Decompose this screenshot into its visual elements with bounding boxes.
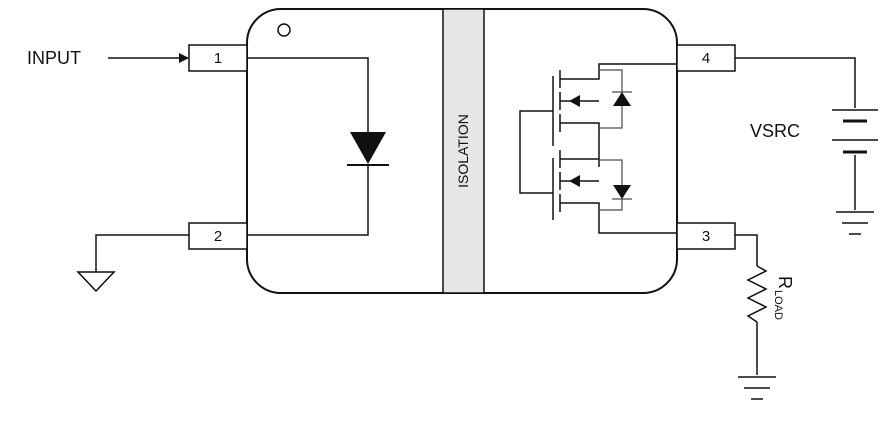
isolation-label: ISOLATION — [455, 114, 471, 188]
pin-4-number: 4 — [702, 50, 710, 67]
pin-2: 2 — [188, 222, 248, 250]
pin-1: 1 — [188, 44, 248, 72]
vsrc-label: VSRC — [750, 121, 800, 141]
pin-1-number: 1 — [214, 50, 222, 67]
ground-icon — [76, 234, 189, 293]
rload-label-sub: LOAD — [772, 290, 784, 320]
led-circuit — [247, 57, 369, 236]
resistor-icon — [746, 265, 768, 323]
ground-icon-vsrc — [836, 211, 874, 235]
vsrc-wiring — [735, 57, 856, 210]
pin-4: 4 — [676, 44, 736, 72]
input-label: INPUT — [27, 48, 81, 68]
pin-3-number: 3 — [702, 228, 710, 245]
pin-2-number: 2 — [214, 228, 222, 245]
isolation-barrier: ISOLATION — [442, 8, 485, 294]
pin1-dot-icon — [277, 23, 291, 37]
ground-icon-load — [738, 376, 776, 400]
body-diodes — [599, 69, 632, 211]
led-diode-icon — [347, 132, 389, 166]
rload-label: R LOAD — [772, 276, 795, 320]
battery-icon — [832, 109, 878, 154]
pin-3: 3 — [676, 222, 736, 250]
mosfet-icon — [519, 63, 677, 234]
rload-label-main: R — [775, 276, 795, 289]
rload-wiring — [735, 234, 758, 375]
